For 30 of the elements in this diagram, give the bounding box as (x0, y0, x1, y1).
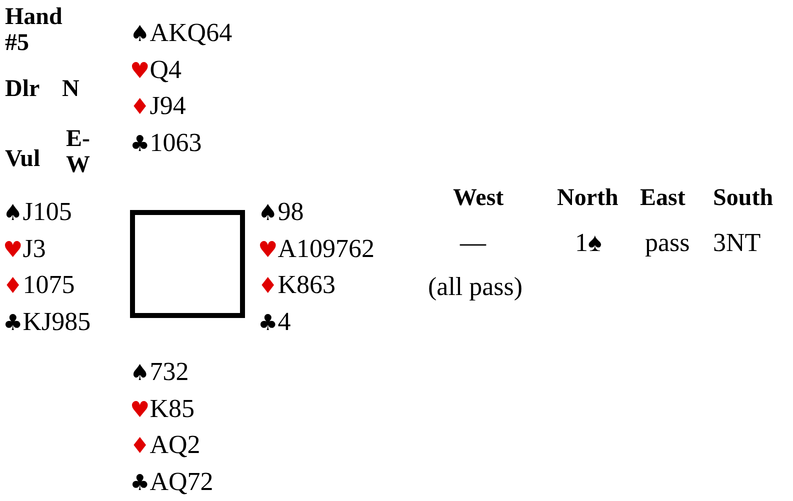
bid: pass (645, 228, 690, 258)
suit-holding: ♥Q4 (130, 54, 182, 86)
deal-info-text: Vul (5, 145, 40, 174)
column-header: South (713, 184, 774, 213)
deal-info-text: Dlr (5, 75, 40, 104)
column-header: North (557, 184, 618, 213)
column-header: West (453, 184, 504, 213)
bid: 3NT (713, 228, 761, 258)
deal-info-text: Hand #5 (5, 4, 64, 56)
suit-holding: ♥J3 (3, 234, 46, 264)
suit-holding: ♦J94 (130, 91, 186, 122)
suit-holding: ♥K85 (130, 394, 195, 424)
suit-holding: ♠J105 (3, 197, 72, 228)
column-header: East (640, 184, 686, 213)
suit-holding: ♥A109762 (258, 234, 375, 264)
deal-info-text: E-W (66, 126, 91, 178)
bid: — (460, 228, 486, 258)
suit-holding: ♣AQ72 (130, 466, 214, 498)
suit-holding: ♦AQ2 (130, 430, 200, 461)
bid: (all pass) (428, 272, 523, 302)
suit-holding: ♣4 (258, 306, 291, 338)
suit-holding: ♦K863 (258, 270, 336, 301)
suit-holding: ♠732 (130, 357, 189, 388)
deal-info-text: N (62, 75, 80, 104)
suit-holding: ♠AKQ64 (130, 18, 232, 49)
suit-holding: ♣KJ985 (3, 306, 91, 338)
suit-holding: ♣1063 (130, 128, 202, 158)
suit-holding: ♦1075 (3, 270, 75, 301)
bid: 1♠ (575, 228, 602, 258)
suit-holding: ♠98 (258, 197, 304, 228)
